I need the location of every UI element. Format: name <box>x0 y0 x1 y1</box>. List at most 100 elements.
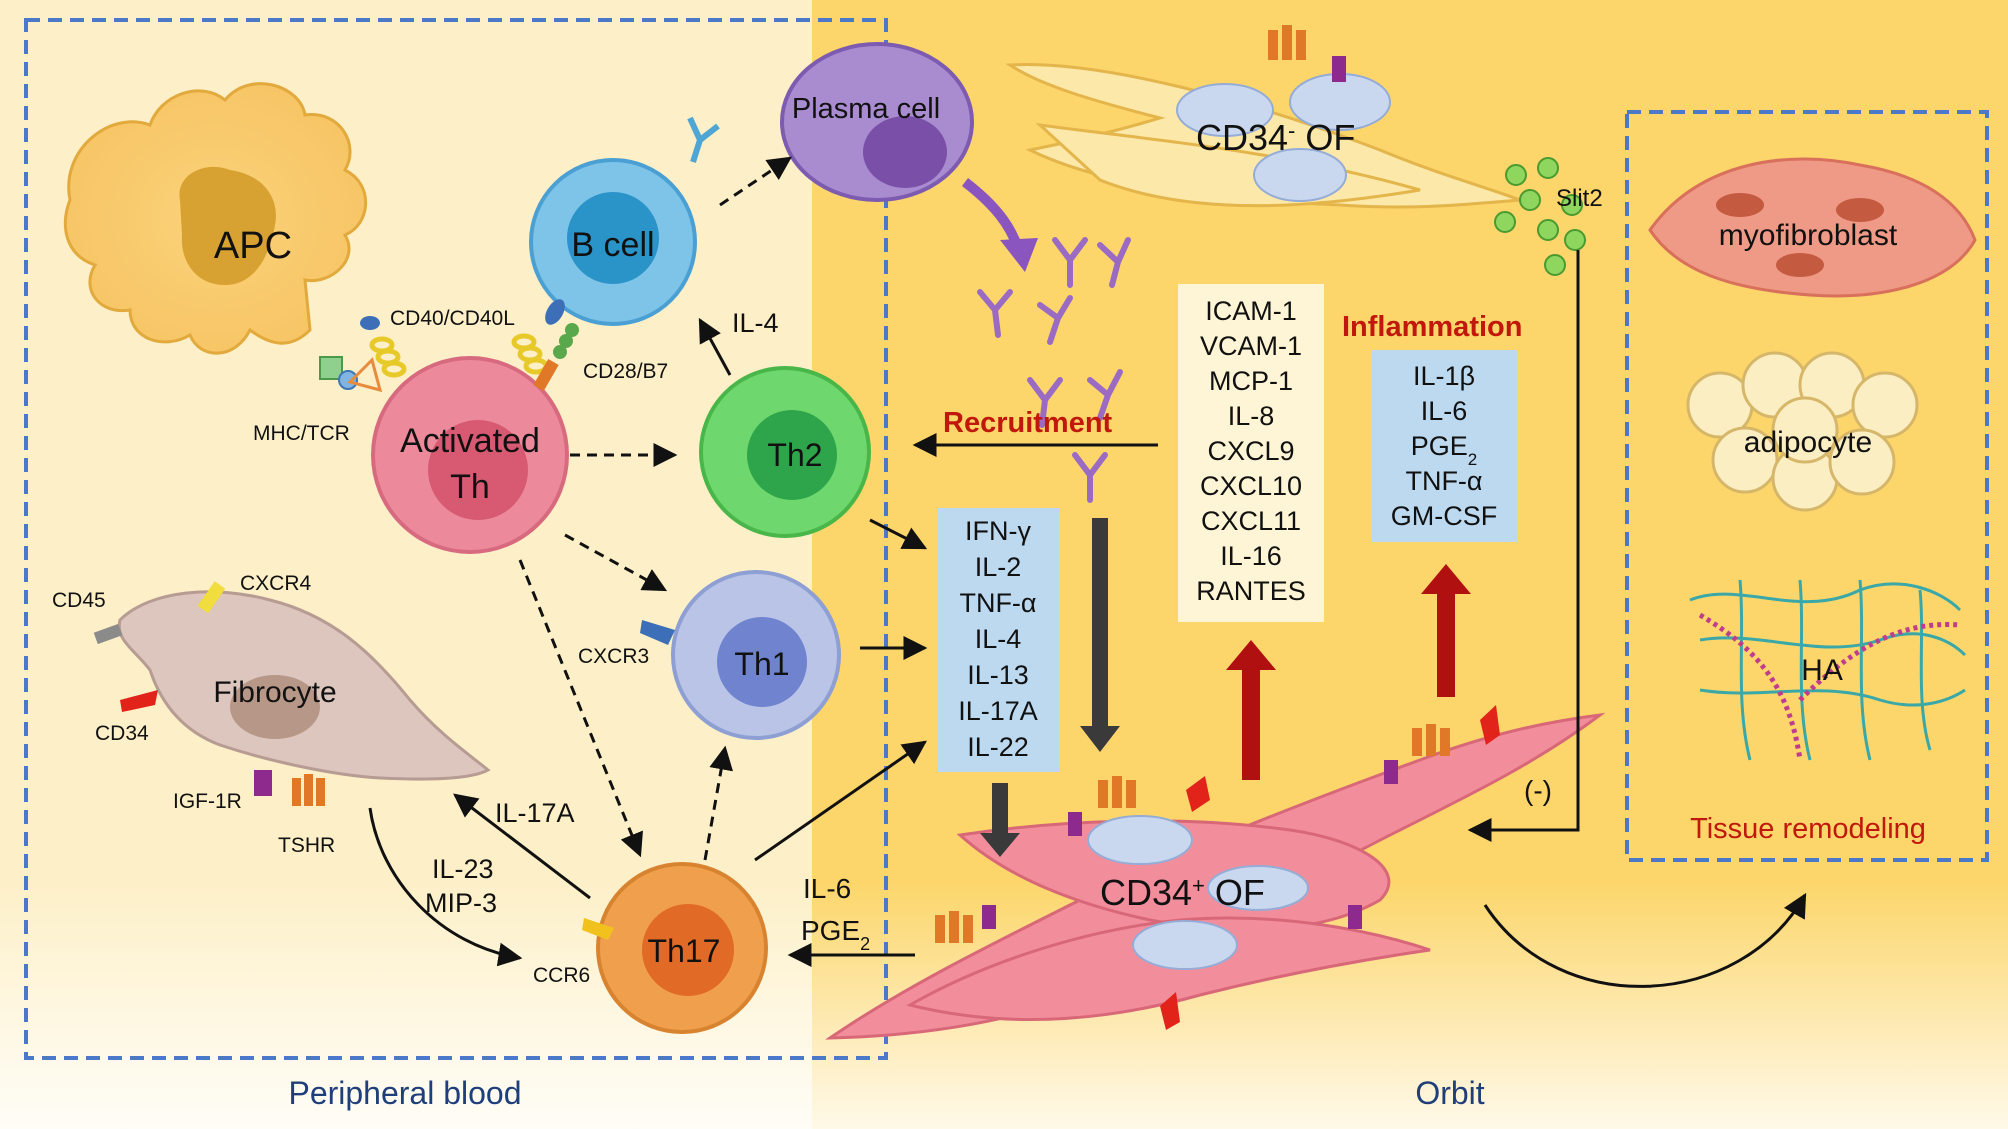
arrows <box>368 156 1807 988</box>
cd45-receptor-icon <box>93 623 123 645</box>
il6-label: IL-6 <box>803 873 851 904</box>
arrow-bcell-to-plasma <box>719 156 792 207</box>
peripheral-blood-label: Peripheral blood <box>288 1075 521 1111</box>
arrow-th2-to-cytokines <box>869 518 928 550</box>
adipocyte-label: adipocyte <box>1744 426 1872 459</box>
chemokine-list: ICAM-1 VCAM-1 MCP-1 IL-8 CXCL9 CXCL10 CX… <box>1196 296 1306 606</box>
th2-label: Th2 <box>767 437 822 473</box>
dark-block-arrows <box>980 518 1120 857</box>
mip3-label: MIP-3 <box>425 888 497 918</box>
myofibroblast-label: myofibroblast <box>1719 219 1898 252</box>
inflammatory-item: IL-6 <box>1421 396 1468 426</box>
b-cell: B cell <box>529 116 720 326</box>
il4-label: IL-4 <box>732 308 779 338</box>
igf1r-label: IGF-1R <box>173 790 242 813</box>
inflammation-label: Inflammation <box>1342 311 1522 343</box>
cd28-b7-label: CD28/B7 <box>583 360 668 383</box>
chemokine-item: RANTES <box>1196 576 1306 606</box>
cd45-label: CD45 <box>52 589 106 612</box>
cd34pos-of-label: CD34+ OF <box>1100 872 1265 913</box>
chemokine-item: MCP-1 <box>1209 366 1293 396</box>
recruitment-label: Recruitment <box>943 407 1113 439</box>
th-cytokine-item: IL-13 <box>967 660 1029 690</box>
th2-cell: Th2 <box>699 366 871 538</box>
th-cytokine-item: IL-22 <box>967 732 1029 762</box>
apc-cell: APC <box>63 82 368 355</box>
inflammatory-item: IL-1β <box>1413 361 1475 391</box>
th-cytokine-item: IL-17A <box>958 696 1038 726</box>
tshr-receptor-icon <box>292 774 325 806</box>
antibody-receptor-icon <box>687 116 720 163</box>
il17a-label: IL-17A <box>495 798 575 828</box>
activated-th-cell: Activated Th <box>371 356 569 554</box>
cxcr4-receptor-icon <box>197 581 226 614</box>
chemokine-item: VCAM-1 <box>1200 331 1302 361</box>
cxcr4-label: CXCR4 <box>240 572 312 595</box>
inflammatory-item-pge2: PGE2 <box>1411 431 1478 469</box>
arrow-th17-to-fibrocyte <box>453 793 591 900</box>
fibrocyte-cell: Fibrocyte <box>93 581 491 806</box>
th1-cell: Th1 <box>671 570 841 740</box>
hyaluronan-mesh: HA <box>1689 579 1967 761</box>
inflammatory-item: GM-CSF <box>1391 501 1497 531</box>
arrow-th-to-th17 <box>518 559 643 858</box>
orbit-label: Orbit <box>1415 1075 1484 1111</box>
igf1r-receptor-icon <box>254 770 272 796</box>
ccr6-label: CCR6 <box>533 964 590 987</box>
chemokine-item: ICAM-1 <box>1205 296 1297 326</box>
arrow-slit2-inhibition <box>1467 250 1580 842</box>
chemokine-item: CXCL9 <box>1207 436 1294 466</box>
plasma-cell: Plasma cell <box>780 42 974 202</box>
arrow-th17-to-th1 <box>703 745 734 861</box>
mhc-tcr-label: MHC/TCR <box>253 422 350 445</box>
adipocyte-cluster: adipocyte <box>1686 351 1919 512</box>
arrow-of-to-remodeling <box>1483 892 1807 988</box>
fibrocyte-label: Fibrocyte <box>213 676 336 709</box>
th-cytokine-item: TNF-α <box>959 588 1036 618</box>
inflammatory-list: IL-1β IL-6 PGE2 TNF-α GM-CSF <box>1391 361 1497 531</box>
activated-th-label-line1: Activated <box>400 422 540 460</box>
th17-cell: Th17 <box>596 862 768 1034</box>
antibody-icons <box>977 237 1131 503</box>
cxcr3-receptor-icon <box>640 620 675 645</box>
plasma-cell-label: Plasma cell <box>792 93 940 125</box>
b-cell-label: B cell <box>571 226 654 264</box>
th-cytokine-item: IFN-γ <box>965 516 1031 546</box>
slit2-label: Slit2 <box>1556 185 1603 212</box>
chemokine-item: CXCL10 <box>1200 471 1302 501</box>
arrow-th17-to-cytokines <box>754 740 927 862</box>
arrow-th-to-th1 <box>564 533 668 592</box>
cd34-label: CD34 <box>95 722 149 745</box>
chemokine-box <box>1178 284 1324 622</box>
cxcr3-label: CXCR3 <box>578 645 649 668</box>
cd40-cd40l-label: CD40/CD40L <box>390 307 515 330</box>
tissue-remodeling-label: Tissue remodeling <box>1690 813 1926 845</box>
th-cytokine-list: IFN-γ IL-2 TNF-α IL-4 IL-13 IL-17A IL-22 <box>958 516 1038 762</box>
arrow-fibrocyte-to-th17 <box>368 807 523 967</box>
inflammatory-box <box>1372 350 1517 542</box>
red-block-arrows <box>1226 564 1471 780</box>
cd34-negative-orbital-fibroblast: CD34- OF <box>1005 25 1521 209</box>
apc-label: APC <box>214 225 292 267</box>
chemokine-item: IL-8 <box>1228 401 1275 431</box>
myofibroblast-cluster: myofibroblast <box>1648 157 1977 298</box>
activated-th-label-line2: Th <box>450 468 490 506</box>
inflammatory-item: TNF-α <box>1405 466 1482 496</box>
arrow-th2-to-bcell <box>698 317 732 376</box>
negative-regulation-label: (-) <box>1524 775 1552 806</box>
il23-label: IL-23 <box>432 854 494 884</box>
th-cytokine-item: IL-4 <box>975 624 1022 654</box>
pge2-label: PGE2 <box>801 915 870 954</box>
cd34-receptor-icon <box>120 690 158 712</box>
synapse-receptors <box>319 299 579 393</box>
cd34neg-of-label: CD34- OF <box>1196 117 1355 158</box>
ha-label: HA <box>1801 654 1843 687</box>
th17-label: Th17 <box>648 933 721 969</box>
ccr6-receptor-icon <box>582 918 614 940</box>
cd34-positive-orbital-fibroblast: CD34+ OF <box>824 705 1606 1040</box>
tshr-label: TSHR <box>278 834 335 857</box>
peripheral-blood-frame <box>24 18 888 1060</box>
chemokine-item: CXCL11 <box>1201 506 1301 536</box>
slit2-dots <box>1494 157 1586 276</box>
th1-label: Th1 <box>734 646 789 682</box>
